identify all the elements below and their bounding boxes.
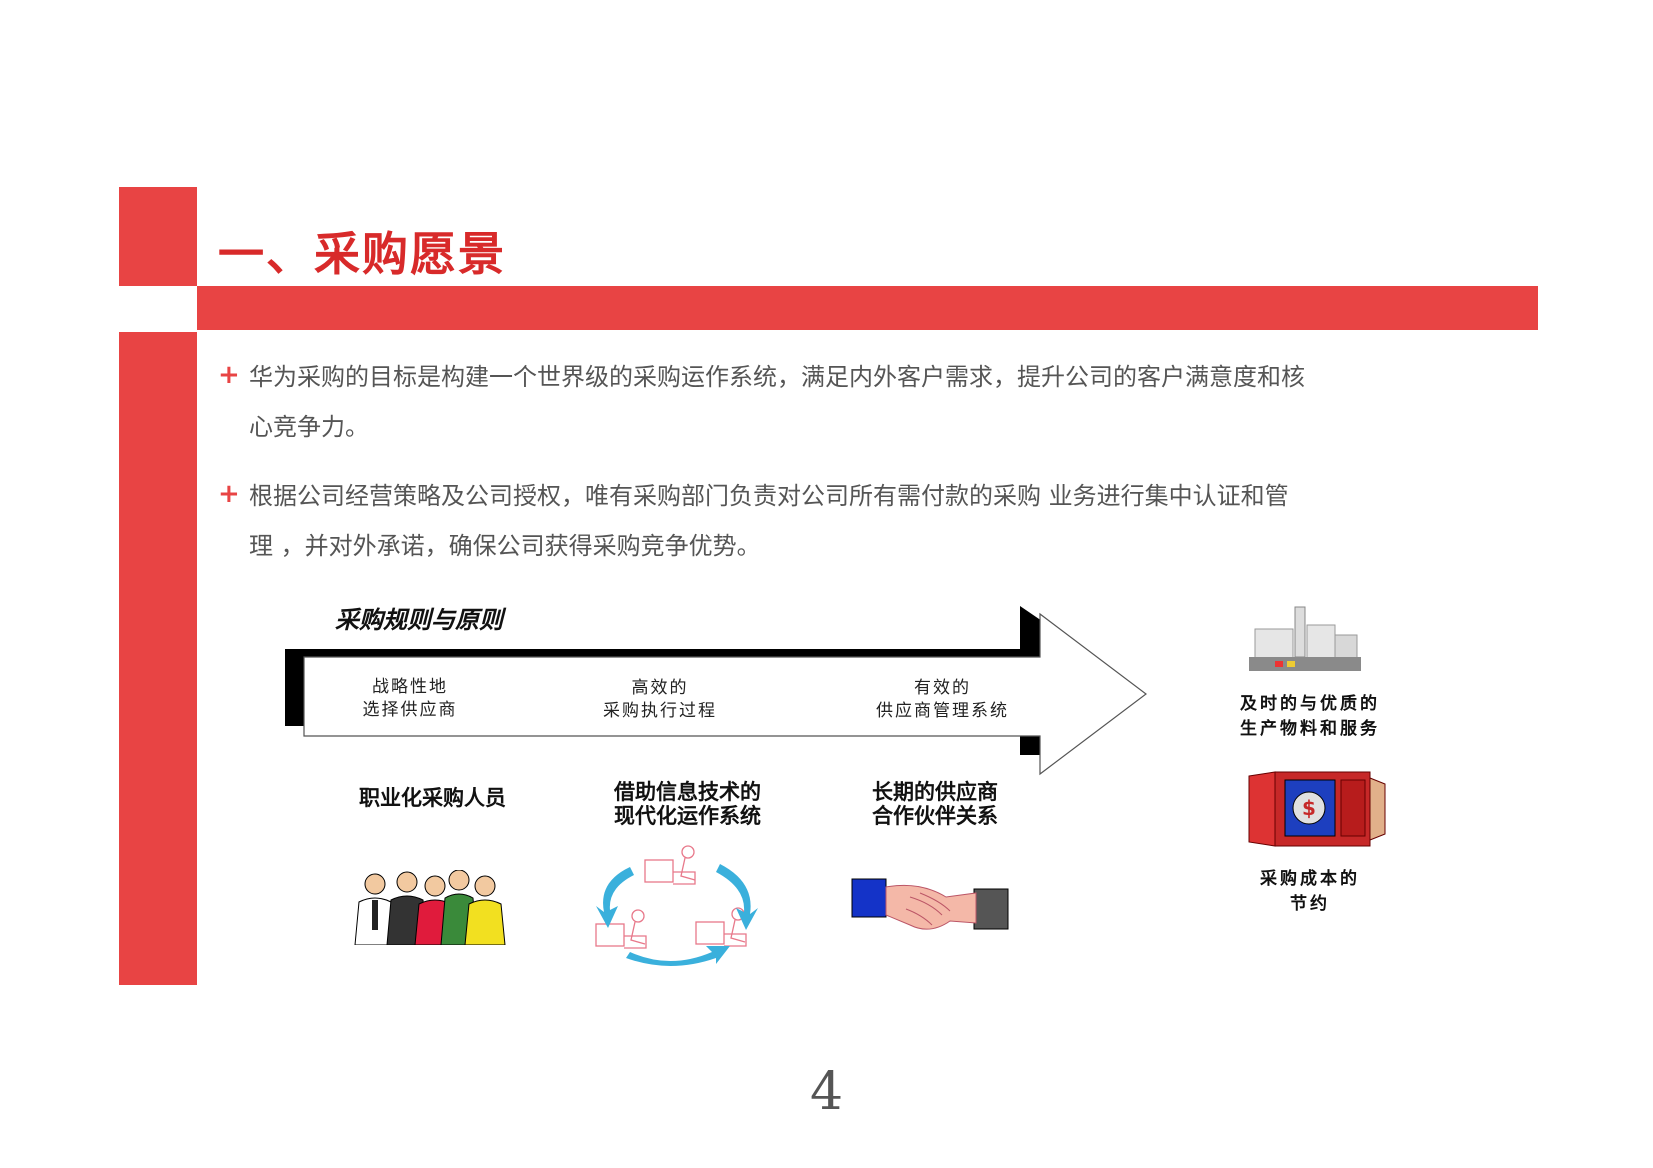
step-1-label: 战略性地 选择供应商 bbox=[362, 677, 458, 720]
bullet-1-line1: 华为采购的目标是构建一个世界级的采购运作系统，满足内外客户需求，提升公司的客户满… bbox=[249, 363, 1305, 391]
slide-title: 一、采购愿景 bbox=[218, 227, 506, 281]
bullet-marker: + bbox=[218, 479, 240, 509]
svg-text:$: $ bbox=[1302, 796, 1316, 820]
step-2-label: 高效的 采购执行过程 bbox=[603, 678, 717, 721]
outcome-1-label: 及时的与优质的 生产物料和服务 bbox=[1240, 694, 1380, 739]
process-arrow bbox=[285, 606, 1147, 776]
bullet-1-line2: 心竞争力。 bbox=[249, 413, 369, 441]
pillar-2-label: 借助信息技术的 现代化运作系统 bbox=[614, 779, 761, 828]
bullet-2-line1: 根据公司经营策略及公司授权，唯有采购部门负责对公司所有需付款的采购 业务进行集中… bbox=[249, 482, 1289, 510]
bullet-2-line2: 理 ，并对外承诺，确保公司获得采购竞争优势。 bbox=[249, 532, 761, 560]
handshake-icon bbox=[851, 878, 1009, 930]
step-3-label: 有效的 供应商管理系统 bbox=[876, 678, 1009, 721]
pillar-3-label: 长期的供应商 合作伙伴关系 bbox=[872, 779, 998, 828]
workflow-cycle-icon bbox=[595, 845, 758, 966]
arrow-title: 采购规则与原则 bbox=[335, 605, 503, 634]
header-band bbox=[197, 286, 1538, 330]
factory-icon bbox=[1249, 606, 1361, 671]
pillar-1-label: 职业化采购人员 bbox=[359, 785, 506, 810]
page-number: 4 bbox=[809, 1062, 844, 1122]
people-group-icon bbox=[354, 870, 506, 945]
bullet-1: 华为采购的目标是构建一个世界级的采购运作系统，满足内外客户需求，提升公司的客户满… bbox=[249, 352, 1489, 452]
left-accent-bar-bottom bbox=[119, 332, 197, 985]
bullet-marker: + bbox=[218, 360, 240, 390]
dollar-safe-icon: $ bbox=[1248, 771, 1386, 847]
outcome-2-label: 采购成本的 节约 bbox=[1260, 869, 1360, 914]
left-accent-bar-top bbox=[119, 187, 197, 286]
arrow-body bbox=[303, 612, 1147, 776]
bullet-2: 根据公司经营策略及公司授权，唯有采购部门负责对公司所有需付款的采购 业务进行集中… bbox=[249, 471, 1489, 571]
